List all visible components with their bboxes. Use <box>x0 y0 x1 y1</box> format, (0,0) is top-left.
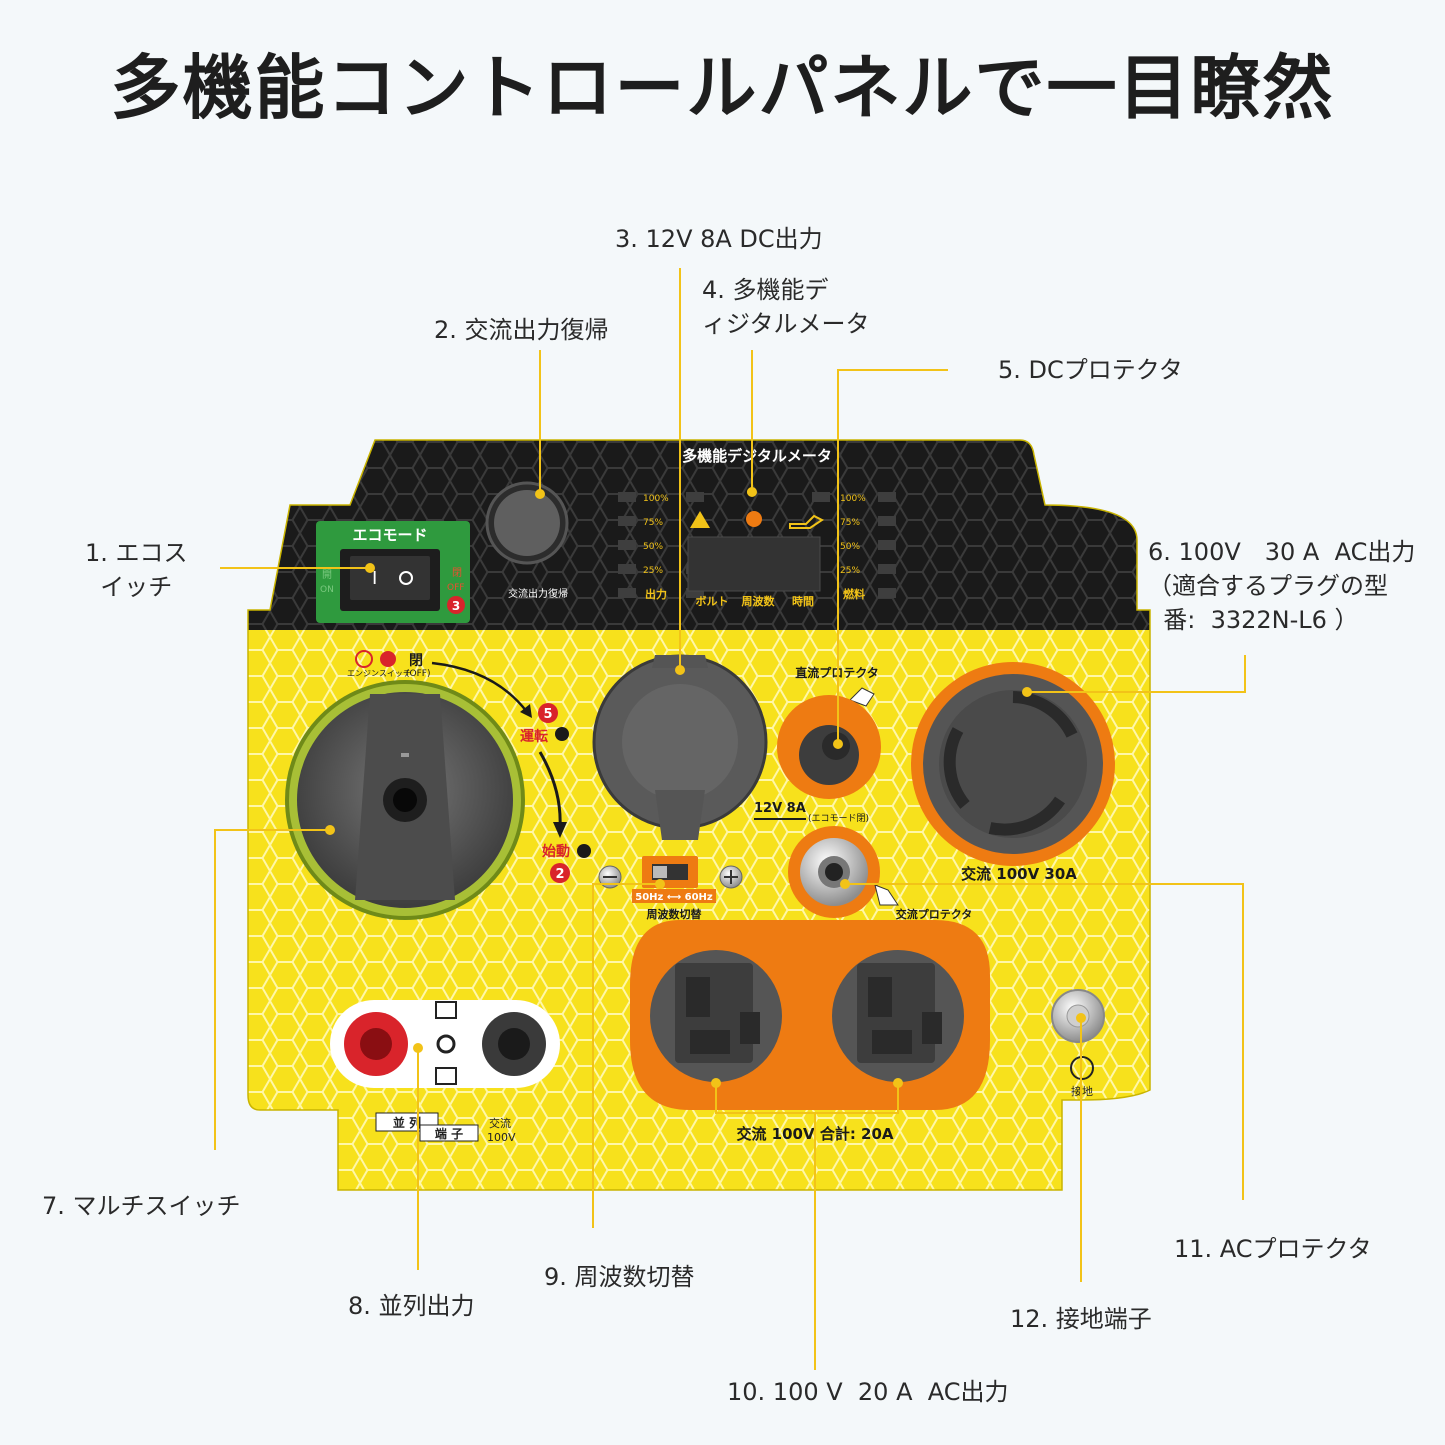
knob-arrow-top <box>431 661 528 713</box>
leader-10 <box>715 1083 899 1114</box>
ac-protector[interactable] <box>788 826 899 918</box>
leader-9 <box>592 883 660 1228</box>
knob-run-label: 運転 <box>520 728 548 745</box>
leader-7 <box>214 829 330 1150</box>
parallel-terminals[interactable] <box>330 1000 560 1088</box>
callout-dc-output: 3. 12V 8A DC出力 <box>615 225 823 253</box>
meter-display <box>687 536 821 592</box>
parallel-ac-label: 交流 <box>489 1116 511 1130</box>
dc-12v-outlet[interactable] <box>592 654 768 840</box>
knob-off-label-2: (OFF) <box>406 669 430 679</box>
panel-outline <box>247 439 1151 1191</box>
leader-6 <box>1027 655 1246 693</box>
start-icon <box>577 844 591 858</box>
dc-protector[interactable]: 直流プロテクタ <box>777 665 881 799</box>
dc-note: (エコモード閉) <box>808 813 869 824</box>
battery-icon-top <box>435 1001 457 1019</box>
engine-switch-label: エンジンスイッチ <box>347 669 411 678</box>
callout-ground: 12. 接地端子 <box>1010 1305 1152 1333</box>
frequency-setting: 50Hz ⟷ 60Hz <box>635 892 713 903</box>
knob-arrow-top-head <box>520 704 532 718</box>
meter-time-label: 時間 <box>792 594 814 608</box>
ac-30a-rating: 交流 100V 30A <box>961 865 1077 883</box>
callout-multi-switch: 7. マルチスイッチ <box>42 1192 241 1220</box>
ac-20a-outlets[interactable] <box>630 920 990 1110</box>
page-title: 多機能コントロールパネルで一目瞭然 <box>110 47 1335 129</box>
meter-pct-100-left: 100% <box>643 494 669 504</box>
eco-mode-label: エコモード <box>352 526 427 544</box>
frequency-label: 周波数切替 <box>647 907 703 921</box>
callout-ac-20a: 10. 100 V 20 A AC出力 <box>727 1378 1009 1406</box>
knob-start-number: 2 <box>555 867 564 882</box>
meter-title: 多機能デジタルメータ <box>682 447 832 465</box>
knob-run-number: 5 <box>543 707 552 722</box>
leader-lines <box>214 268 1246 1370</box>
ac-reset-label: 交流出力復帰 <box>508 587 568 600</box>
knob-start-label: 始動 <box>542 843 570 860</box>
callout-ac-30a: 6. 100V 30 A AC出力 （適合するプラグの型 番: 3322N-L6… <box>1148 538 1416 634</box>
digital-meter: 100% 75% 50% 25% 出力 ボルト 周波数 時間 100% 75% <box>618 488 896 608</box>
eco-off-label-2: OFF <box>447 583 464 593</box>
hand-icon-dc <box>849 687 875 707</box>
callout-dc-protector: 5. DCプロテクタ <box>998 356 1183 384</box>
leader-11 <box>845 883 1244 1200</box>
parallel-labels: 並 列 端 子 交流 100V <box>375 1112 516 1144</box>
meter-pct-75-right: 75% <box>840 518 860 528</box>
battery-icon-bottom <box>435 1067 457 1085</box>
knob-arrow-bottom <box>538 751 562 829</box>
meter-pct-25-left: 25% <box>643 566 663 576</box>
parallel-voltage-label: 100V <box>487 1131 516 1144</box>
multi-switch-knob[interactable] <box>285 680 525 920</box>
frequency-switch[interactable]: 50Hz ⟷ 60Hz <box>632 856 716 903</box>
dc-rating: 12V 8A <box>754 801 806 816</box>
meter-pct-100-right: 100% <box>840 494 866 504</box>
callout-ac-protector: 11. ACプロテクタ <box>1174 1235 1372 1263</box>
callout-eco-switch: 1. エコス イッチ <box>85 539 188 601</box>
run-icon <box>555 727 569 741</box>
parallel-label-2: 端 子 <box>435 1126 463 1141</box>
link-icon <box>436 1034 456 1054</box>
eco-off-label: 閉 <box>452 567 462 579</box>
oil-can-icon <box>789 514 824 529</box>
meter-pct-50-left: 50% <box>643 542 663 552</box>
eco-on-label: 開 <box>322 569 332 581</box>
lightning-icon <box>746 511 762 527</box>
no-fire-icon <box>355 650 373 668</box>
meter-pct-50-right: 50% <box>840 542 860 552</box>
leader-5 <box>837 369 948 744</box>
knob-labels: 閉 エンジンスイッチ (OFF) 5 運転 始動 2 <box>347 650 591 883</box>
ac-protector-label: 交流プロテクタ <box>896 907 973 921</box>
meter-freq-label: 周波数 <box>742 594 776 608</box>
meter-fuel-label: 燃料 <box>842 587 865 601</box>
meter-pct-75-left: 75% <box>643 518 663 528</box>
eco-switch-i: I <box>372 568 377 589</box>
warning-icon <box>690 511 710 528</box>
eco-on-label-2: ON <box>320 585 334 595</box>
knob-arrow-bottom-head <box>553 822 567 838</box>
eco-switch[interactable]: エコモード I 開 ON 閉 OFF 3 <box>316 521 470 623</box>
screw-right <box>719 865 743 889</box>
callout-parallel: 8. 並列出力 <box>348 1292 475 1320</box>
engine-icon <box>380 651 396 667</box>
screw-left <box>598 865 622 889</box>
callout-ac-reset: 2. 交流出力復帰 <box>434 316 609 344</box>
meter-right-bars <box>812 492 896 598</box>
ac-reset-button[interactable]: 交流出力復帰 <box>485 481 569 600</box>
meter-pct-25-right: 25% <box>840 566 860 576</box>
meter-output-label: 出力 <box>645 587 667 601</box>
leader-dots <box>325 487 1086 1088</box>
knob-off-label: 閉 <box>409 653 423 669</box>
eco-number: 3 <box>452 599 460 613</box>
meter-volt-label: ボルト <box>696 594 729 608</box>
callout-frequency: 9. 周波数切替 <box>544 1263 695 1291</box>
callout-digital-meter: 4. 多機能デ ィジタルメータ <box>702 276 870 338</box>
hand-icon-ac <box>874 884 899 906</box>
ac-30a-twistlock-outlet[interactable] <box>911 662 1115 866</box>
parallel-label-1: 並 列 <box>393 1115 421 1130</box>
